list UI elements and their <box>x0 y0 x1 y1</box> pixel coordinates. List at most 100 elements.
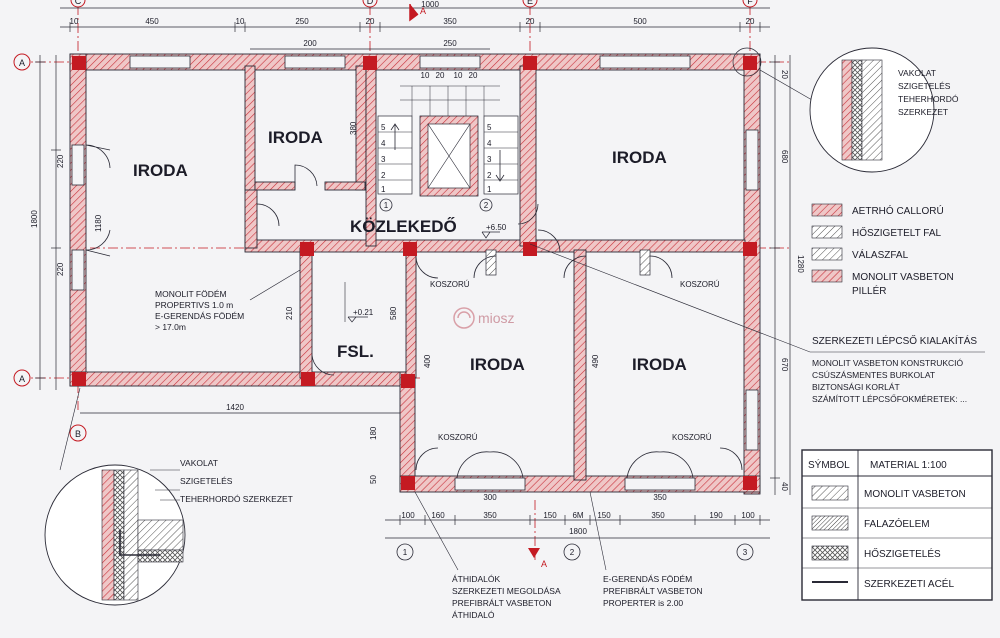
dim-text: 180 <box>369 426 378 440</box>
step-number: 3 <box>381 155 386 164</box>
table-cell: SZERKEZETI ACÉL <box>864 577 954 590</box>
dimension-lines <box>39 7 791 539</box>
step-number: 2 <box>487 171 492 180</box>
wall-office-small-bottom-a <box>254 181 296 191</box>
dim-text: 50 <box>369 475 378 484</box>
room-label-kozlekedo: KÖZLEKEDŐ <box>350 217 457 236</box>
symbol-table <box>801 449 993 601</box>
note-line: BIZTONSÁGI KORLÁT <box>812 382 900 392</box>
wall-office-small-bottom-b <box>324 181 366 191</box>
wall-stair-right <box>519 65 537 247</box>
dim-text: 20 <box>526 17 535 26</box>
legend-label: VÁLASZFAL <box>852 248 909 261</box>
dim-text: 670 <box>780 358 789 372</box>
dim-total-top: 1000 <box>421 0 439 9</box>
wall-bottom-left <box>69 371 416 387</box>
axis-label: 2 <box>570 548 575 557</box>
level-mark-650: +6.50 <box>486 223 507 232</box>
note-line: PROPERTER is 2.00 <box>603 598 683 608</box>
dim-text: 20 <box>780 70 789 79</box>
dim-text: 680 <box>780 150 789 164</box>
room-label-fsl: FSL. <box>337 342 374 361</box>
room-label-iroda-right-top: IRODA <box>612 148 667 167</box>
step-number: 4 <box>381 139 386 148</box>
partitions <box>485 249 651 276</box>
egerendas-note: E-GERENDÁS FÖDÉM PREFIBRÁLT VASBETON PRO… <box>603 574 703 608</box>
monolit-note: MONOLIT FÖDÉM PROPERTIVS 1.0 m E-GERENDÁ… <box>155 289 244 332</box>
grid-label: C <box>75 0 82 6</box>
note-line: > 17.0m <box>155 322 186 332</box>
dimension-ticks <box>35 22 780 525</box>
step-number: 1 <box>487 185 492 194</box>
dim-text: 220 <box>56 154 65 168</box>
top-dimensions: 10 450 10 250 20 350 20 500 20 1000 200 … <box>70 0 755 80</box>
dim-text: 1280 <box>796 255 805 273</box>
grid-label: E <box>527 0 533 6</box>
dim-text: 190 <box>709 511 723 520</box>
step-number: 3 <box>487 155 492 164</box>
detail-bottom-labels: VAKOLAT SZIGETELÉS TEHERHORDÓ SZERKEZET <box>180 458 293 504</box>
dim-text: 400 <box>423 354 432 368</box>
dim-text: 490 <box>591 354 600 368</box>
legend-label: HŐSZIGETELT FAL <box>852 225 942 239</box>
right-dimensions: 20 680 1280 670 40 <box>780 70 805 491</box>
axis-label: 1 <box>384 201 389 210</box>
dim-text: 1180 <box>94 214 103 232</box>
wall-corridor-left <box>244 183 258 249</box>
dim-text: 350 <box>483 511 497 520</box>
section-marks: A A <box>409 4 547 569</box>
legend-top-labels: AETRHÓ CALLORÚ HŐSZIGETELT FAL VÁLASZFAL… <box>852 204 954 297</box>
table-cell: FALAZÓELEM <box>864 517 930 530</box>
note-line: PREFIBRÁLT VASBETON <box>452 598 552 608</box>
dim-text: 160 <box>431 511 445 520</box>
dim-text: 580 <box>389 306 398 320</box>
dim-text: 350 <box>651 511 665 520</box>
doors <box>85 144 743 479</box>
dim-text: 6M <box>572 511 583 520</box>
section-label: A <box>420 6 426 16</box>
detail-label: TEHERHORDÓ <box>898 94 959 104</box>
wall-mid <box>573 249 587 481</box>
detail-top-labels: VAKOLAT SZIGETELÉS TEHERHORDÓ SZERKEZET <box>898 68 959 117</box>
dim-text: 10 <box>236 17 245 26</box>
room-labels: IRODA IRODA IRODA KÖZLEKEDŐ FSL. IRODA I… <box>133 128 687 374</box>
monolit-leader <box>249 269 301 301</box>
section-label: A <box>541 559 547 569</box>
dim-text: 10 <box>421 71 430 80</box>
staircase <box>377 85 519 197</box>
table-header: SÝMBOL <box>808 458 850 471</box>
detail-label: TEHERHORDÓ SZERKEZET <box>180 494 293 504</box>
legend-label: PILLÉR <box>852 284 886 297</box>
koszoru-label: KOSZORÚ <box>430 280 470 289</box>
room-label-iroda-small: IRODA <box>268 128 323 147</box>
detail-label: VAKOLAT <box>898 68 936 78</box>
dim-text: 10 <box>454 71 463 80</box>
dim-total-bottom: 1800 <box>569 527 587 536</box>
note-line: SZÁMÍTOTT LÉPCSŐFOKMÉRETEK: ... <box>812 394 967 404</box>
note-line: CSÚSZÁSMENTES BURKOLAT <box>812 370 935 380</box>
legend-top <box>811 203 843 283</box>
stair-step-numbers: 5 4 3 2 1 5 4 3 2 1 <box>381 123 492 194</box>
axis-label: 1 <box>403 548 408 557</box>
dim-text: 20 <box>746 17 755 26</box>
dim-text: 350 <box>443 17 457 26</box>
note-line: ÁTHIDALÓ <box>452 610 495 620</box>
detail-label: SZERKEZET <box>898 107 948 117</box>
dim-text: 380 <box>349 121 358 135</box>
step-number: 5 <box>487 123 492 132</box>
axis-label: 2 <box>484 201 489 210</box>
legend-label: AETRHÓ CALLORÚ <box>852 204 944 217</box>
dim-text: 200 <box>303 39 317 48</box>
stair-note: SZERKEZETI LÉPCSŐ KIALAKÍTÁS MONOLIT VAS… <box>529 243 985 404</box>
dim-text: 250 <box>443 39 457 48</box>
grid-label: A <box>19 58 25 68</box>
bottom-dimensions: 100 160 350 150 6M 150 350 190 100 1800 … <box>226 403 755 536</box>
detail-label: SZIGETELÉS <box>898 81 951 91</box>
step-number: 4 <box>487 139 492 148</box>
dim-text: 1800 <box>30 210 39 228</box>
bottom-notes <box>414 491 607 571</box>
level-arrow-021 <box>347 316 368 323</box>
dim-text: 500 <box>633 17 647 26</box>
wall-left <box>69 53 87 387</box>
wall-fsl-right <box>405 247 417 379</box>
